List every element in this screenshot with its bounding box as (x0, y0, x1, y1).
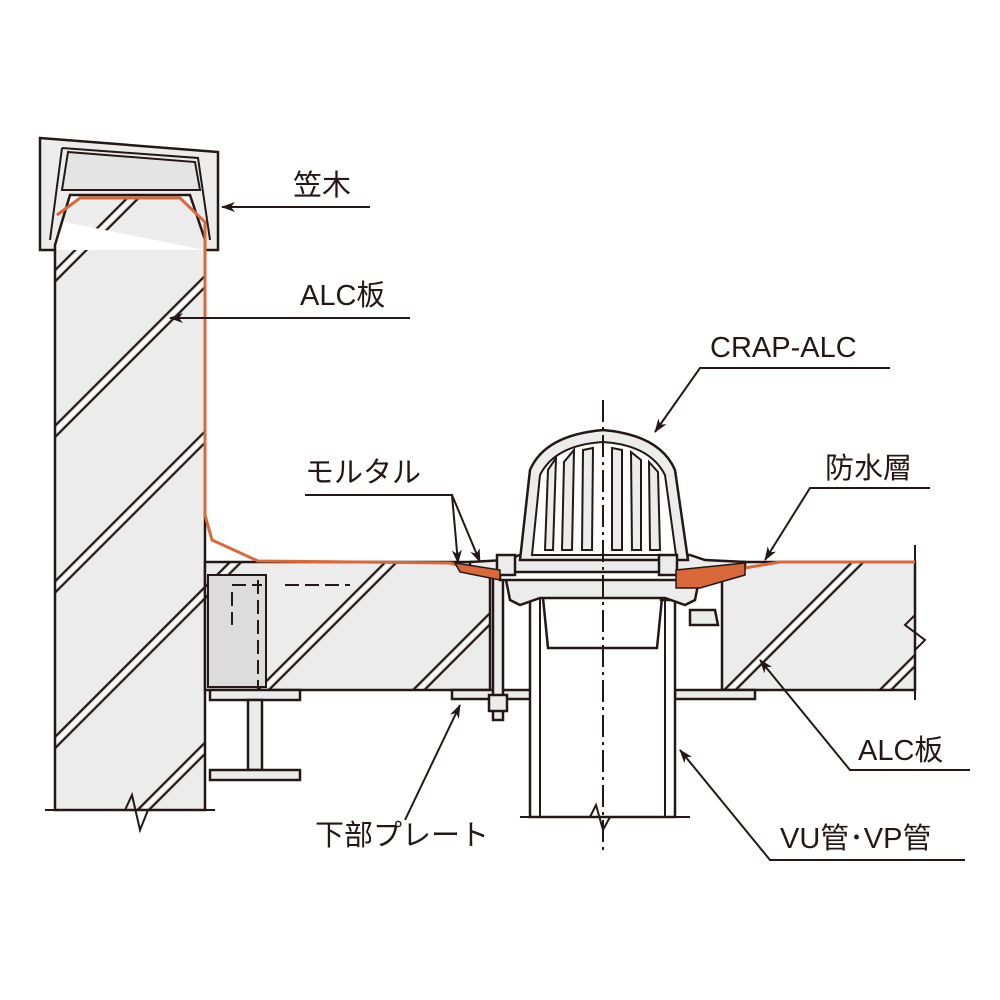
label-mortar: モルタル (305, 457, 421, 489)
kasagi-coping (38, 136, 220, 252)
label-alc-wall: ALC板 (300, 279, 385, 312)
leader-lines (169, 202, 970, 861)
alc-slab (203, 545, 927, 700)
label-lower-plate: 下部プレート (315, 819, 489, 852)
label-waterproof-layer: 防水層 (825, 452, 912, 485)
label-crap-alc: CRAP-ALC (710, 332, 857, 364)
vu-vp-pipe (520, 590, 690, 833)
steel-beam (208, 688, 302, 782)
label-pipe: VU管･VP管 (780, 822, 931, 855)
mortar (453, 562, 746, 589)
label-kasagi: 笠木 (293, 169, 351, 202)
label-alc-slab: ALC板 (858, 734, 943, 767)
lower-plate-right (673, 688, 757, 701)
alc-wall (45, 198, 215, 834)
